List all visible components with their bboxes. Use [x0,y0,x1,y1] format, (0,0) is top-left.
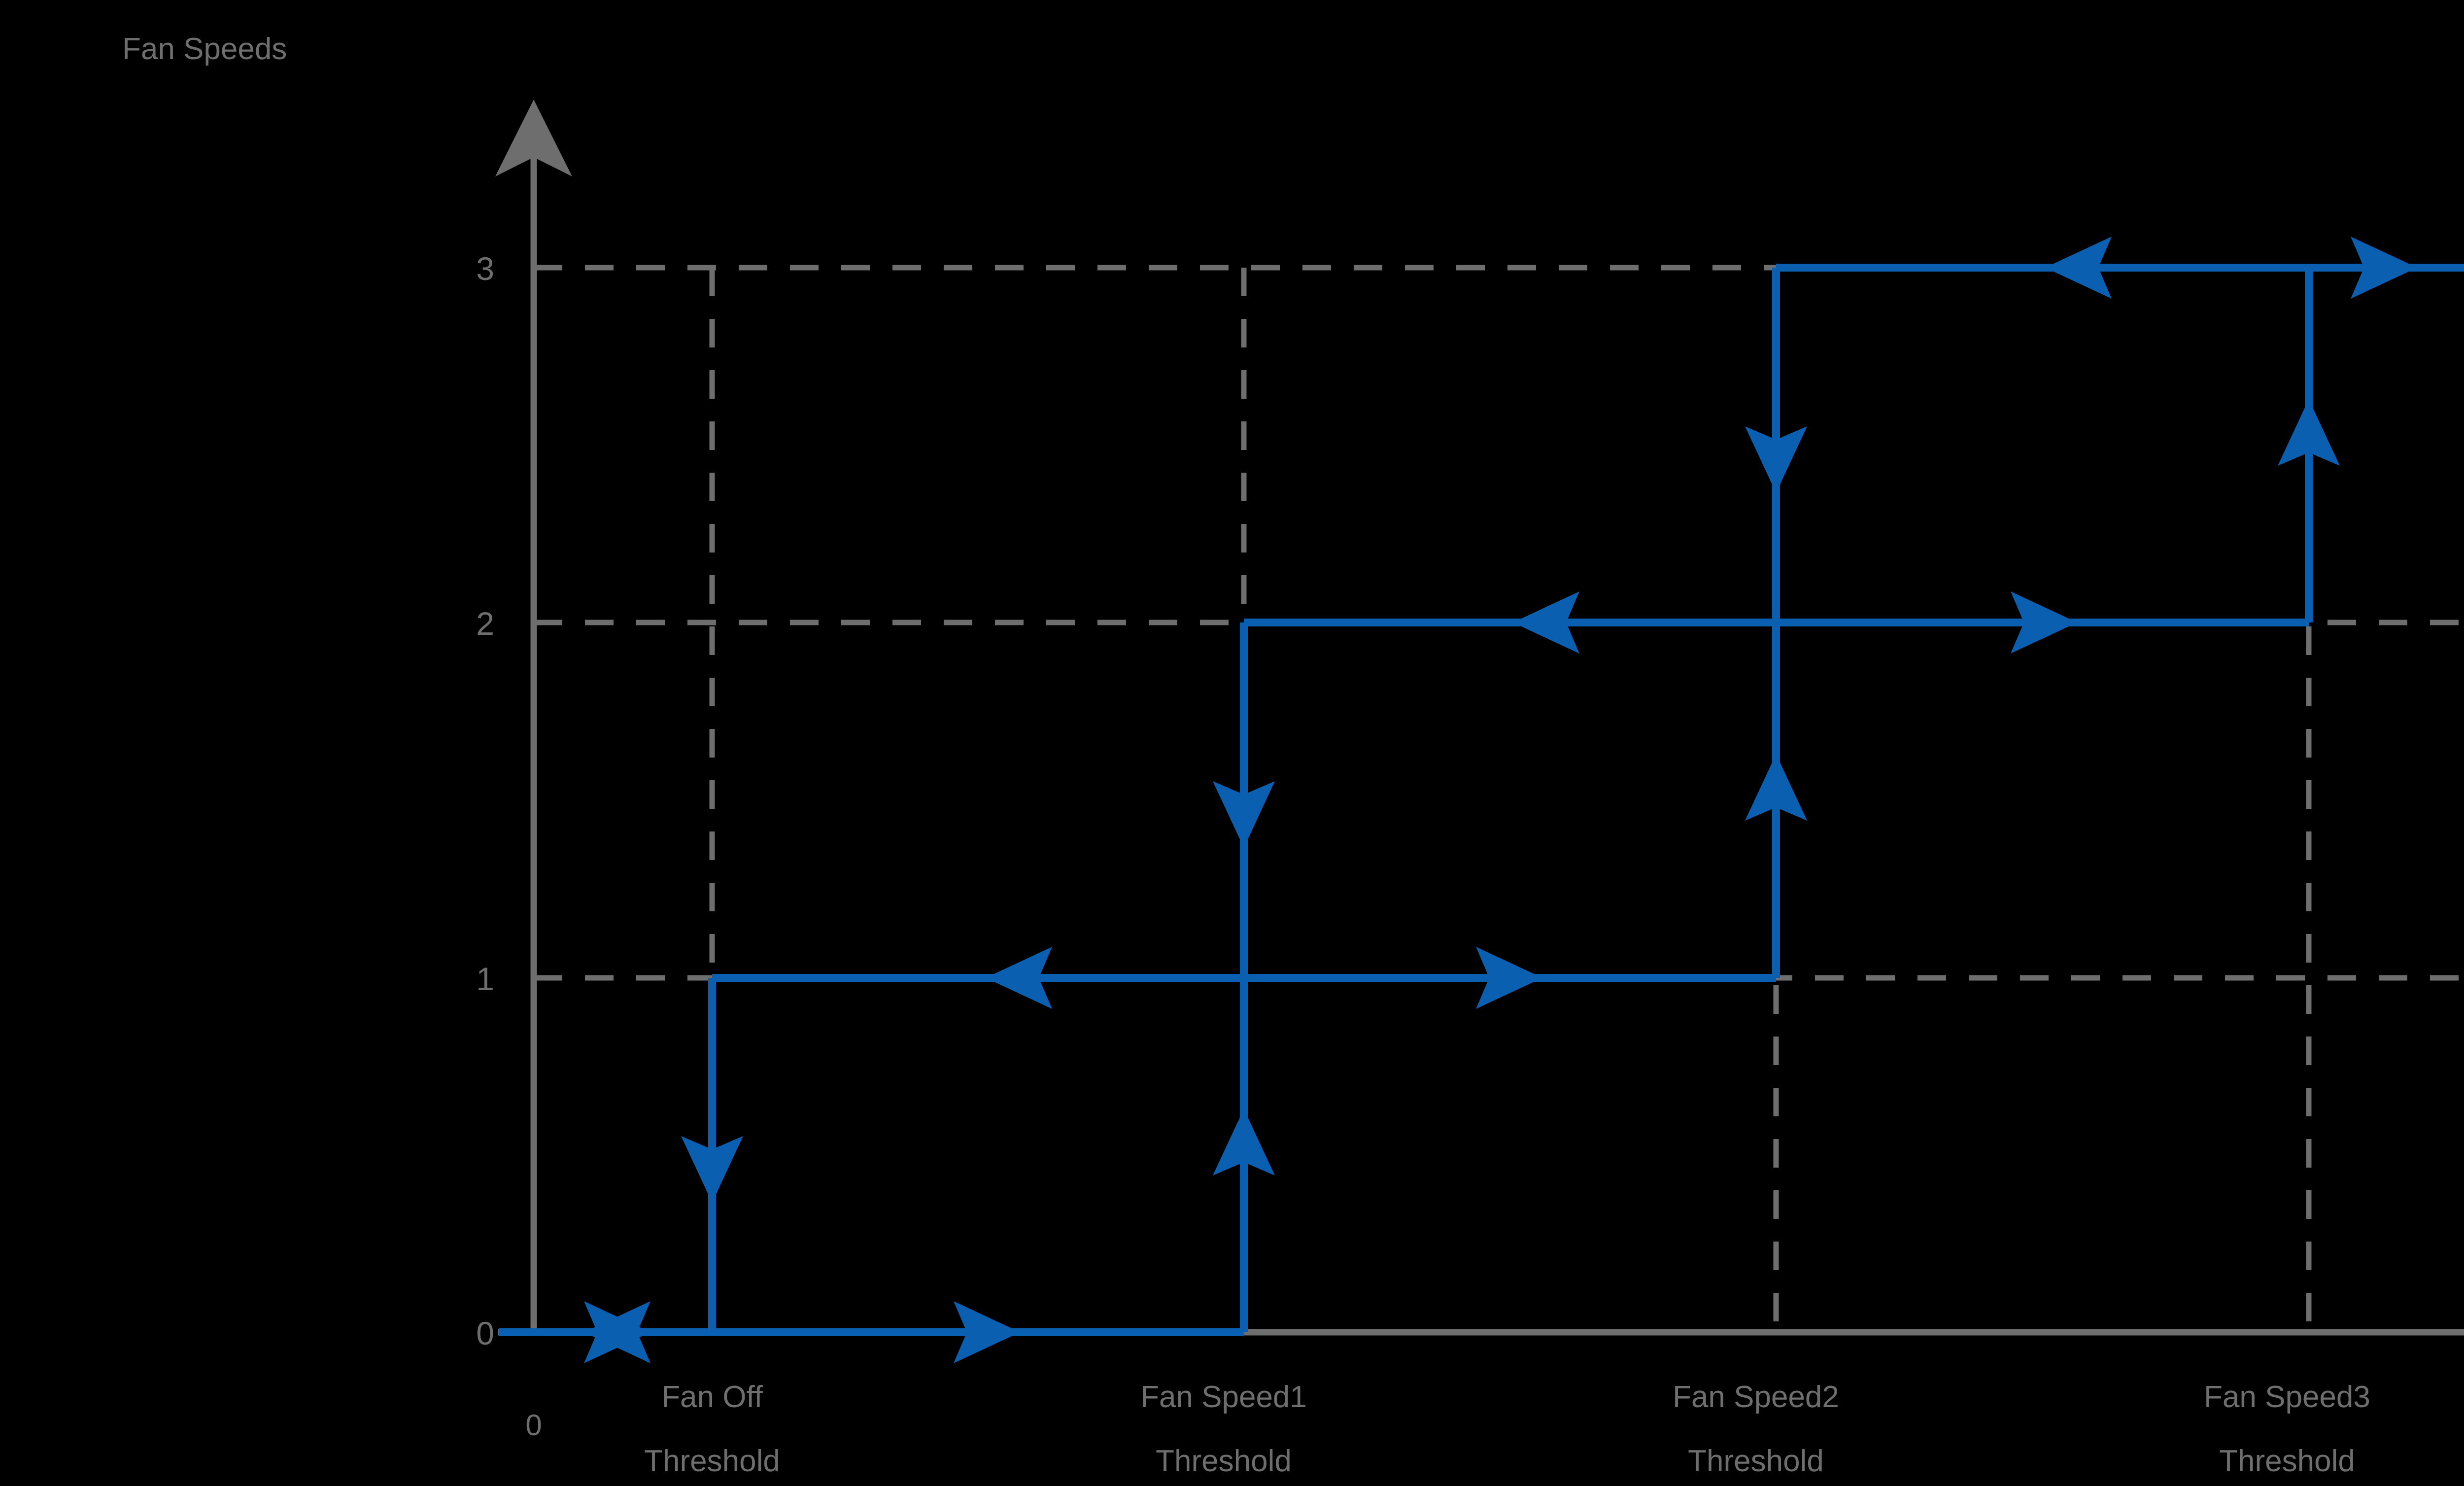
x-axis-tick-labels: 0 100 [525,1409,542,1442]
threshold-label-fan-speed2-line2: Threshold [1688,1444,1824,1478]
arrow-bidirectional-deadband-right [584,1301,650,1363]
x-tick-0: 0 [525,1409,542,1442]
arrow-right-level3 [2351,237,2417,299]
arrow-up-speed3 [2278,399,2340,466]
chart-title: Fan Speeds [122,32,287,66]
arrow-left-level3-a [2045,237,2112,299]
axes-lines [495,100,2464,1336]
y-tick-2: 2 [476,605,494,642]
arrow-left-level1 [986,947,1052,1009]
threshold-label-fan-speed2-line1: Fan Speed2 [1673,1380,1839,1414]
y-tick-0: 0 [476,1315,494,1351]
hysteresis-curve [499,264,2464,1336]
threshold-labels: Fan Off Threshold Fan Speed1 Threshold F… [644,1380,2370,1478]
arrow-down-speed1 [1213,781,1275,848]
arrow-right-level2 [2011,591,2077,654]
arrow-up-speed1 [1213,1109,1275,1175]
arrow-down-fan-off [681,1136,743,1203]
y-axis-tick-labels: 3 2 1 0 [476,250,494,1351]
arrow-left-level2 [1513,591,1579,654]
gridlines [534,265,2464,1332]
arrow-right-level1 [1476,947,1542,1009]
arrow-up-speed2 [1745,754,1807,821]
threshold-label-fan-off-line2: Threshold [644,1444,780,1478]
y-tick-1: 1 [476,961,494,997]
threshold-label-fan-speed1-line1: Fan Speed1 [1140,1380,1307,1414]
threshold-label-fan-speed1-line2: Threshold [1156,1444,1292,1478]
direction-arrowheads [584,237,2417,1363]
threshold-label-fan-off-line1: Fan Off [661,1380,763,1414]
arrow-right-level0 [954,1301,1020,1363]
arrow-down-speed2 [1745,426,1807,493]
threshold-label-fan-speed3-line1: Fan Speed3 [2204,1380,2370,1414]
y-tick-3: 3 [476,250,494,287]
threshold-label-fan-speed3-line2: Threshold [2219,1444,2355,1478]
